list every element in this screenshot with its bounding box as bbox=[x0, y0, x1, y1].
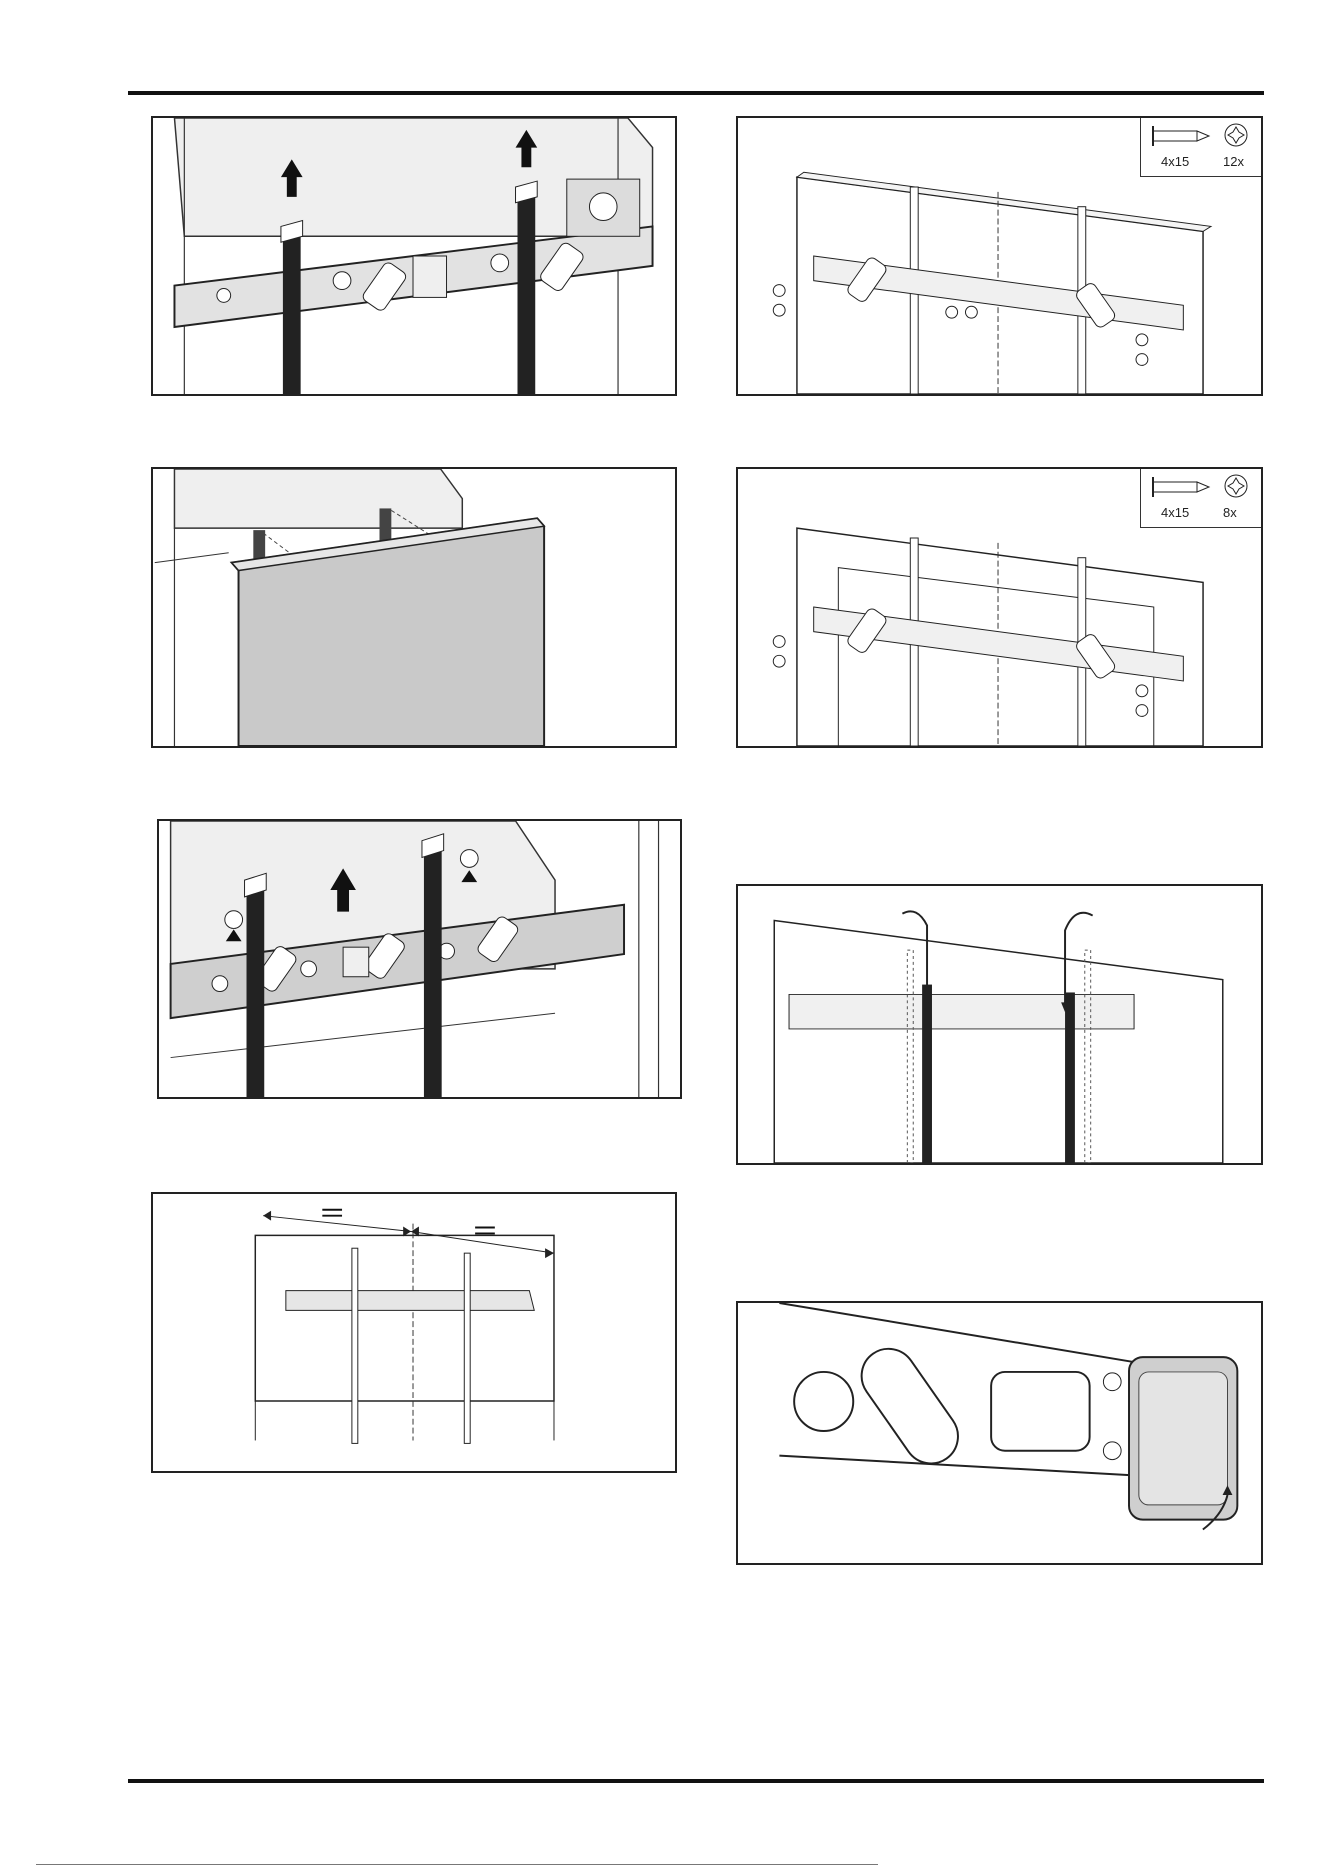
illustration-attach-cover-cap bbox=[738, 1303, 1261, 1563]
illustration-centre-bracket bbox=[153, 1194, 675, 1471]
figure-attach-cover-cap bbox=[736, 1301, 1263, 1565]
figure-screw-bracket-8: 4x15 8x bbox=[736, 467, 1263, 748]
screw-size-label: 4x15 bbox=[1161, 154, 1189, 169]
screw-quantity-label: 12x bbox=[1223, 154, 1244, 169]
screw-size-label: 4x15 bbox=[1161, 505, 1189, 520]
figure-door-fitted bbox=[151, 467, 677, 748]
screw-badge: 4x15 12x bbox=[1140, 118, 1261, 177]
screw-quantity-label: 8x bbox=[1223, 505, 1237, 520]
illustration-door-fitted bbox=[153, 469, 675, 746]
illustration-remove-slides bbox=[153, 118, 675, 394]
illustration-lift-bracket bbox=[159, 821, 680, 1097]
figure-screw-bracket-12: 4x15 12x bbox=[736, 116, 1263, 396]
figure-lift-bracket bbox=[157, 819, 682, 1099]
illustration-reinsert-slides bbox=[738, 886, 1261, 1163]
screw-badge: 4x15 8x bbox=[1140, 469, 1261, 528]
footer-rule bbox=[128, 1779, 1264, 1783]
screw-and-torx-icon bbox=[1141, 469, 1261, 503]
figure-remove-slides bbox=[151, 116, 677, 396]
figure-reinsert-slides bbox=[736, 884, 1263, 1165]
footer-hairline bbox=[36, 1864, 878, 1865]
screw-and-torx-icon bbox=[1141, 118, 1261, 152]
figure-centre-bracket bbox=[151, 1192, 677, 1473]
header-rule bbox=[128, 91, 1264, 95]
